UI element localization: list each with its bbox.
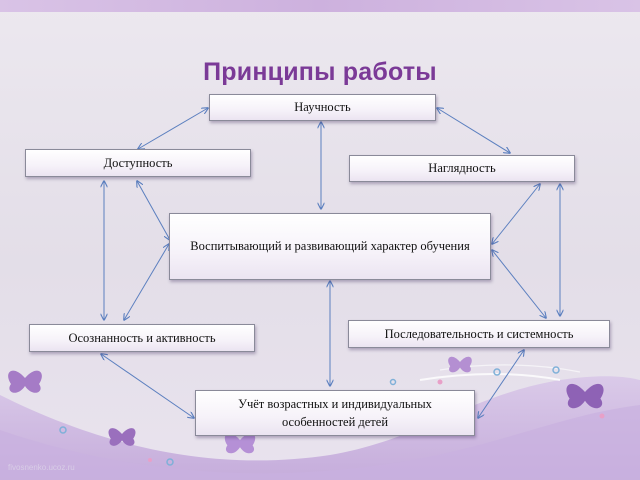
butterfly-icon [224,433,256,454]
arrow-dostupnost-center [137,181,170,240]
butterfly-icon [108,428,136,446]
node-label: Научность [294,100,351,115]
node-uchet: Учёт возрастных и индивидуальных особенн… [195,390,475,436]
arrow-posledovatelnost-uchet [478,350,524,418]
page-title: Принципы работы [203,58,437,86]
watermark: fivosnenko.ucoz.ru [8,463,75,472]
node-posledovatelnost: Последовательность и системность [348,320,610,348]
arrow-nauchnost-naglyadnost [437,108,510,153]
butterfly-icon [8,370,42,393]
arrow-center-posledovatelnost [492,250,546,318]
node-nauchnost: Научность [209,94,436,121]
node-osoznannost: Осознанность и активность [29,324,255,352]
node-label: Учёт возрастных и индивидуальных особенн… [238,396,432,429]
node-label: Наглядность [428,161,496,176]
node-naglyadnost: Наглядность [349,155,575,182]
butterfly-icon [448,356,472,373]
top-decorative-band [0,0,640,12]
arrow-osoznannost-center [124,244,169,320]
node-dostupnost: Доступность [25,149,251,177]
arrow-nauchnost-dostupnost [138,108,208,149]
node-label: Осознанность и активность [68,330,216,345]
node-label: Доступность [103,155,173,170]
node-label: Последовательность и системность [384,326,574,341]
node-center: Воспитывающий и развивающий характер обу… [169,213,491,280]
arrow-osoznannost-uchet [101,354,194,418]
node-label: Воспитывающий и развивающий характер обу… [190,239,470,254]
arrow-naglyadnost-center [492,184,540,244]
butterfly-icon [566,383,604,409]
